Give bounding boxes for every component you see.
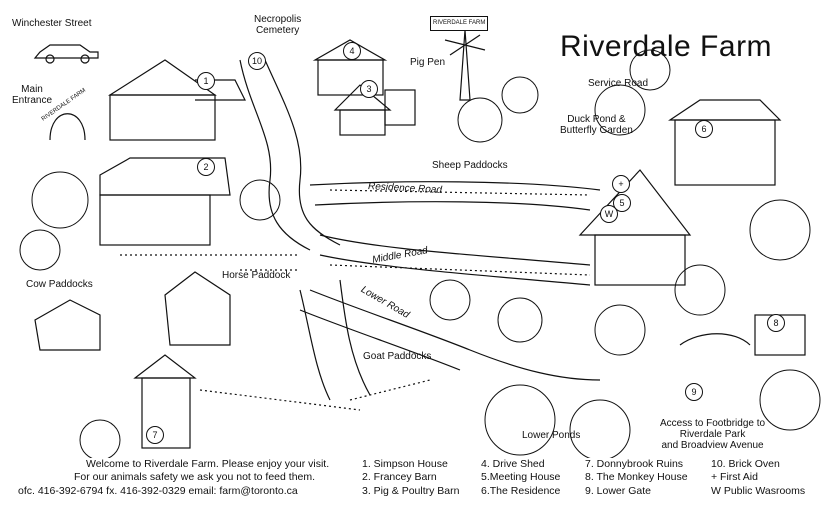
- legend-item-1: 1. Simpson House: [362, 458, 448, 470]
- marker-6: 6: [695, 120, 713, 138]
- label-footbridge-access: Access to Footbridge to Riverdale Park a…: [660, 418, 766, 451]
- legend-first-aid: + First Aid: [711, 471, 758, 483]
- marker-2: 2: [197, 158, 215, 176]
- label-lower-ponds: Lower Ponds: [522, 430, 581, 441]
- marker-9: 9: [685, 383, 703, 401]
- legend-item-6: 6.The Residence: [481, 485, 561, 497]
- label-horse-paddock: Horse Paddock: [222, 270, 291, 281]
- label-necropolis-cemetery: Necropolis Cemetery: [254, 14, 302, 36]
- footer-welcome: Welcome to Riverdale Farm. Please enjoy …: [86, 458, 330, 470]
- label-cow-paddocks: Cow Paddocks: [26, 279, 93, 290]
- marker-8: 8: [767, 314, 785, 332]
- legend-item-7: 7. Donnybrook Ruins: [585, 458, 684, 470]
- marker-first-aid: +: [612, 175, 630, 193]
- label-pig-pen: Pig Pen: [410, 57, 446, 68]
- legend-item-3: 3. Pig & Poultry Barn: [362, 485, 460, 497]
- legend-washrooms: W Public Wasrooms: [711, 485, 806, 497]
- legend-item-4: 4. Drive Shed: [481, 458, 545, 470]
- marker-washroom: W: [600, 205, 618, 223]
- marker-3: 3: [360, 80, 378, 98]
- label-duck-pond: Duck Pond & Butterfly Garden: [560, 114, 633, 136]
- windmill-sign: RIVERDALE FARM: [430, 16, 489, 31]
- map-footer: Welcome to Riverdale Farm. Please enjoy …: [0, 458, 839, 510]
- label-sheep-paddocks: Sheep Paddocks: [432, 160, 508, 171]
- legend-item-10: 10. Brick Oven: [711, 458, 780, 470]
- footer-safety: For our animals safety we ask you not to…: [74, 471, 316, 483]
- footer-contact: ofc. 416-392-6794 fx. 416-392-0329 email…: [18, 485, 298, 497]
- marker-10: 10: [248, 52, 266, 70]
- legend-item-9: 9. Lower Gate: [585, 485, 651, 497]
- label-goat-paddocks: Goat Paddocks: [363, 351, 432, 362]
- map-title: Riverdale Farm: [560, 30, 773, 63]
- marker-1: 1: [197, 72, 215, 90]
- legend-item-5: 5.Meeting House: [481, 471, 561, 483]
- marker-5: 5: [613, 194, 631, 212]
- marker-7: 7: [146, 426, 164, 444]
- label-service-road: Service Road: [588, 78, 649, 89]
- legend-item-2: 2. Francey Barn: [362, 471, 437, 483]
- label-main-entrance: Main Entrance: [12, 84, 53, 106]
- marker-4: 4: [343, 42, 361, 60]
- label-winchester-street: Winchester Street: [12, 18, 92, 29]
- legend-item-8: 8. The Monkey House: [585, 471, 688, 483]
